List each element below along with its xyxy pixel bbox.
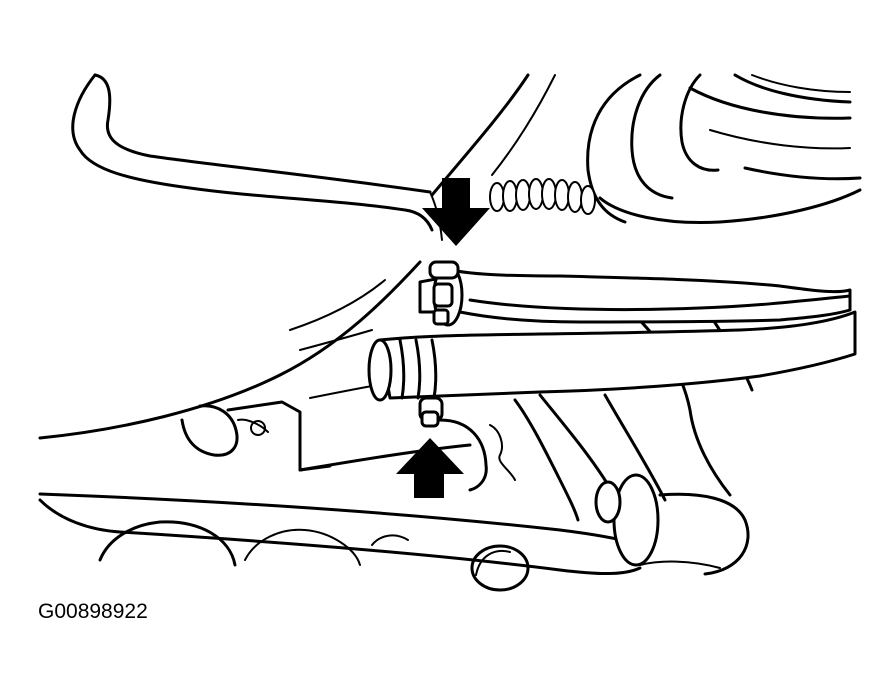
lower-hose	[367, 310, 857, 402]
figure-id-label: G00898922	[38, 600, 148, 623]
upper-right-component	[586, 73, 862, 224]
arrow-down-icon	[422, 178, 490, 246]
engine-cover	[71, 73, 443, 241]
lower-tube	[38, 473, 750, 576]
upper-hose	[418, 266, 852, 324]
wire-loom	[489, 178, 596, 215]
upper-hose-clamp	[428, 260, 464, 327]
lower-hose-clamp	[418, 396, 444, 428]
mounting-bracket	[180, 298, 754, 522]
arrow-up-icon	[396, 438, 464, 498]
body-panel	[38, 260, 422, 440]
lower-castings	[98, 520, 721, 592]
